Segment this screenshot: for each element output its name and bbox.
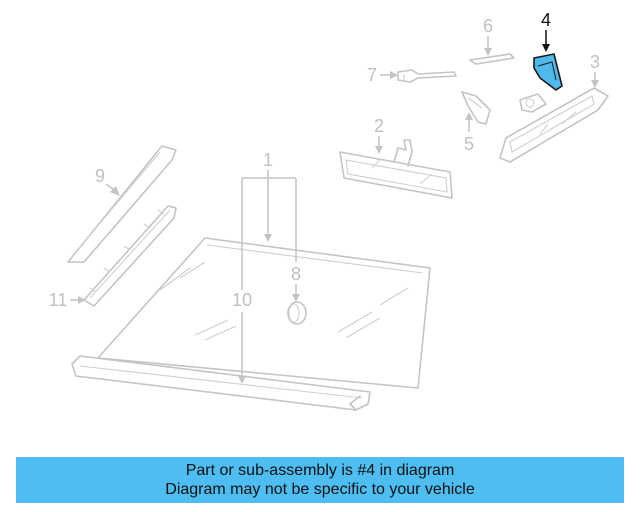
callout-4: 4 [541, 10, 551, 30]
callout-8: 8 [291, 264, 301, 284]
cover-strip[interactable] [469, 53, 515, 65]
mirror-cover-part-4[interactable] [533, 53, 563, 91]
callout-7: 7 [367, 65, 377, 85]
pillar-garnish[interactable] [67, 145, 177, 263]
callout-3: 3 [590, 52, 600, 72]
parts-diagram: 1 2 3 4 5 6 7 8 9 10 11 [49, 10, 609, 411]
callout-5: 5 [464, 134, 474, 154]
callout-11: 11 [49, 290, 68, 310]
auto-dim-mirror[interactable] [499, 87, 609, 163]
info-banner: Part or sub-assembly is #4 in diagram Di… [16, 457, 624, 503]
callout-9: 9 [95, 166, 105, 186]
leader-part-4 [542, 30, 550, 52]
callout-10: 10 [232, 290, 252, 310]
banner-line-1: Part or sub-assembly is #4 in diagram [185, 462, 455, 479]
wiring-clip[interactable] [397, 69, 457, 83]
callout-2: 2 [374, 116, 384, 136]
windshield-glass[interactable] [97, 237, 431, 389]
lower-molding[interactable] [71, 355, 371, 411]
leader-lines [70, 36, 599, 384]
mirror-bracket[interactable] [461, 91, 491, 125]
callout-6: 6 [483, 16, 493, 36]
rear-view-mirror[interactable] [339, 139, 453, 199]
pillar-molding[interactable] [83, 205, 177, 307]
banner-line-2: Diagram may not be specific to your vehi… [165, 481, 475, 498]
sensor-plug[interactable] [287, 301, 307, 325]
callout-1: 1 [263, 150, 273, 170]
